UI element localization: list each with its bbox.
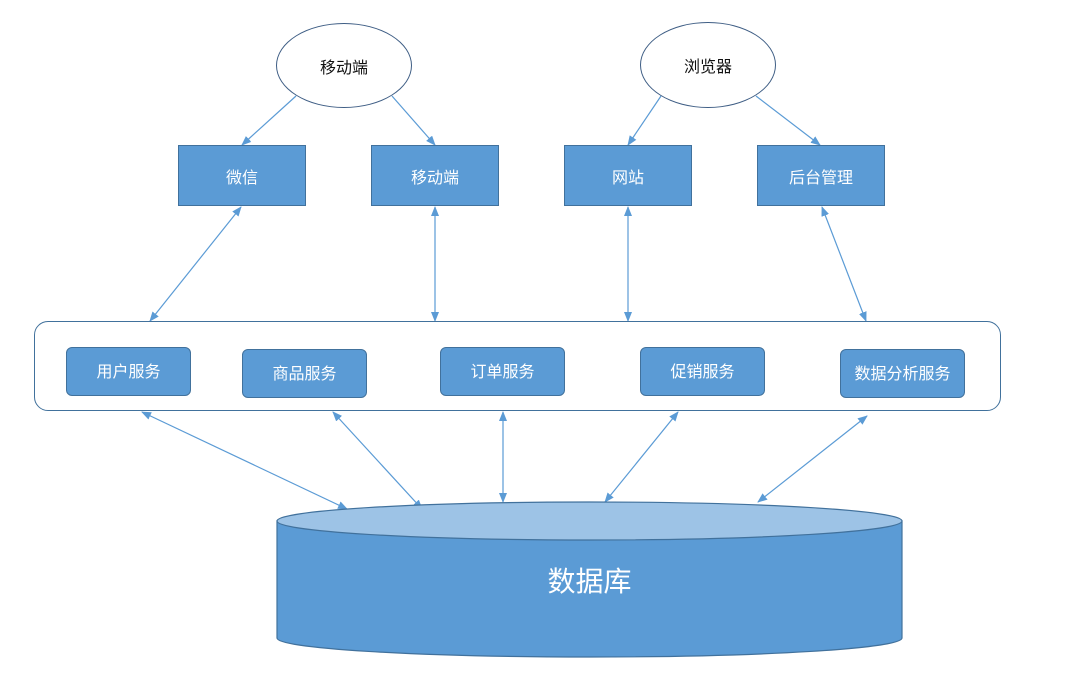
browser-client-ellipse: 浏览器 (640, 22, 776, 108)
arrow-services-db-4 (604, 411, 679, 503)
service-label-promotion: 促销服务 (670, 361, 735, 381)
arrow-services-db-5 (757, 415, 868, 503)
arrow-mobile-to-mobile-channel (391, 95, 436, 146)
arrow-services-db-1 (141, 411, 348, 510)
arrow-mobile-to-wechat (241, 95, 297, 146)
service-label-order: 订单服务 (470, 361, 535, 381)
service-box-user: 用户服务 (66, 347, 191, 396)
arrow-services-db-2 (332, 411, 423, 510)
channel-box-admin: 后台管理 (757, 145, 885, 206)
service-label-user: 用户服务 (96, 361, 161, 381)
arrow-wechat-services (149, 206, 242, 322)
channel-box-wechat: 微信 (178, 145, 306, 206)
service-box-promotion: 促销服务 (640, 347, 765, 396)
arrow-browser-to-admin (755, 95, 821, 146)
database-cylinder (276, 501, 903, 658)
channel-box-website: 网站 (564, 145, 692, 206)
channel-box-mobile: 移动端 (371, 145, 499, 206)
mobile-client-label: 移动端 (319, 57, 368, 77)
channel-label-website: 网站 (611, 167, 644, 187)
service-label-analytics: 数据分析服务 (854, 363, 951, 383)
service-box-product: 商品服务 (242, 349, 367, 398)
channel-label-mobile: 移动端 (410, 167, 459, 187)
service-box-order: 订单服务 (440, 347, 565, 396)
arrow-browser-to-website (627, 95, 662, 146)
database-label: 数据库 (547, 565, 632, 598)
browser-client-label: 浏览器 (683, 57, 732, 76)
service-label-product: 商品服务 (272, 363, 337, 383)
channel-label-wechat: 微信 (225, 167, 258, 187)
mobile-client-ellipse: 移动端 (276, 23, 412, 108)
arrow-admin-services (821, 206, 867, 322)
channel-label-admin: 后台管理 (788, 167, 853, 187)
service-box-analytics: 数据分析服务 (840, 349, 965, 398)
